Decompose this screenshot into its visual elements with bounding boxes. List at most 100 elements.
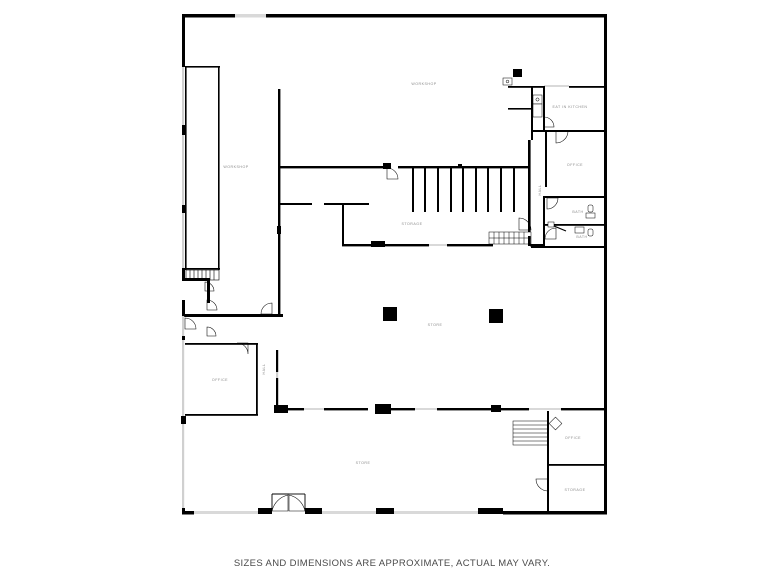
wall-workshop-left-bottom: [185, 268, 220, 270]
room-labels: WORKSHOP WORKSHOP EAT IN KITCHEN OFFICE …: [212, 82, 587, 492]
disclaimer-caption: SIZES AND DIMENSIONS ARE APPROXIMATE, AC…: [233, 558, 551, 569]
door-swing-hall-a: [184, 317, 197, 330]
window-left-lower: [182, 213, 185, 268]
pier-store-c: [491, 405, 501, 412]
interior-walls-lower: [274, 350, 606, 414]
wall-office-ll-top: [185, 343, 258, 345]
door-swing-bath-upper: [546, 197, 559, 210]
window-store-div-a: [304, 408, 324, 410]
door-swing-office-ll-b: [206, 326, 217, 337]
wall-store-div-a: [288, 408, 304, 411]
bay-wall-6: [475, 168, 477, 212]
room-office-lower-left: [185, 343, 258, 416]
double-door-leaves: [271, 493, 306, 511]
room-label-bath-lower: BATH: [576, 235, 587, 239]
wall-spine-foot: [278, 314, 283, 317]
doorway-bottom-double: [272, 511, 305, 514]
bay-wall-2: [424, 168, 426, 212]
fixture-sink-upper: [585, 212, 596, 219]
room-label-office-upper: OFFICE: [567, 163, 583, 167]
room-label-store-main: STORE: [428, 323, 443, 327]
wall-storage-bottom-b: [447, 244, 493, 247]
window-left-office-b: [182, 340, 185, 416]
door-swing-workshop-a: [204, 281, 215, 292]
room-workshop-left: [185, 66, 220, 270]
room-label-storage-lower-right: STORAGE: [564, 488, 585, 492]
window-bottom-b: [322, 511, 376, 514]
wall-storage-bottom-a: [385, 244, 429, 247]
pier-bottom-b: [305, 508, 322, 514]
wall-bottom-right: [503, 511, 607, 515]
wall-corridor-stub: [508, 108, 532, 110]
room-label-bath-upper: BATH: [572, 210, 583, 214]
wall-hall-lower-a: [276, 350, 279, 372]
window-left-office-a: [182, 316, 185, 336]
wall-office-ll-right: [256, 343, 258, 415]
room-label-workshop-left: WORKSHOP: [223, 165, 248, 169]
wall-hall-west-c: [528, 220, 531, 232]
wall-spine-upper: [278, 89, 281, 167]
wall-bottom-a: [182, 511, 194, 515]
bay-wall-4: [450, 168, 452, 212]
wall-store-div-c: [391, 408, 415, 411]
bay-wall-7: [487, 168, 489, 212]
window-bottom-c: [394, 511, 478, 514]
wall-left-upper: [182, 14, 185, 67]
window-store-div-b: [415, 408, 437, 410]
fixture-sink-bowl: [505, 79, 510, 84]
room-label-workshop-main: WORKSHOP: [411, 82, 436, 86]
wall-office-west: [545, 131, 547, 187]
pier-store-b: [375, 404, 391, 414]
wall-inner-l-a: [280, 203, 312, 205]
wall-left-step-vert-a: [207, 278, 210, 303]
wall-office-ll-bottom: [185, 414, 258, 416]
wall-storage-top-b: [398, 166, 529, 169]
staircase-workshop-left: [185, 269, 220, 281]
wall-right-nub-a: [604, 67, 607, 70]
wall-bath-west: [543, 196, 545, 248]
fixture-utility: [547, 221, 555, 228]
room-label-eat-in-kitchen: EAT IN KITCHEN: [552, 105, 587, 109]
fixture-range-burner: [535, 97, 540, 102]
window-left-upper: [182, 67, 185, 125]
pier-store-a: [274, 405, 288, 413]
door-swing-workshop-b: [206, 299, 218, 311]
window-bottom-a: [194, 511, 261, 514]
wall-kitchen-west: [543, 86, 545, 131]
bay-wall-3: [437, 168, 439, 212]
wall-lr-divider: [549, 464, 605, 466]
wall-left-jog: [182, 268, 185, 280]
room-label-storage-bays: STORAGE: [401, 222, 422, 226]
wall-inner-l-vert: [342, 203, 344, 245]
window-hall-lower: [276, 372, 279, 378]
exterior-walls: [181, 14, 607, 515]
wall-right-upper: [604, 14, 607, 67]
column-1: [383, 307, 397, 321]
wall-left-step-vert-b: [182, 300, 185, 316]
wall-spine-lower-a: [278, 215, 281, 230]
wall-office-bath: [545, 196, 605, 198]
window-store-div-c: [529, 408, 561, 410]
door-swing-storage-lr: [535, 478, 549, 492]
door-swing-entry-left: [271, 494, 289, 512]
window-storage-bottom: [429, 244, 447, 246]
wall-storage-top-a: [280, 166, 386, 169]
wall-hall-west-b: [528, 168, 531, 220]
wall-store-div-d: [437, 408, 491, 411]
window-left-store: [182, 424, 185, 508]
bathroom-fixtures: [547, 204, 596, 237]
wall-workshop-left-right: [218, 66, 220, 270]
pier-bottom-c: [376, 508, 394, 514]
wall-corridor-west: [531, 86, 533, 140]
bay-wall-8: [500, 168, 502, 212]
wall-store-div-f: [561, 408, 606, 411]
bay-wall-9: [513, 168, 515, 212]
wall-inner-l-b: [324, 203, 369, 205]
fixture-toilet-upper: [587, 204, 594, 213]
plan-background: [0, 0, 784, 545]
wall-hall-west-a: [528, 140, 531, 168]
window-top: [235, 14, 266, 18]
staircase-lower-right: [512, 416, 563, 446]
pier-bottom-a: [258, 508, 272, 514]
fixture-block-kitchen: [513, 69, 522, 77]
